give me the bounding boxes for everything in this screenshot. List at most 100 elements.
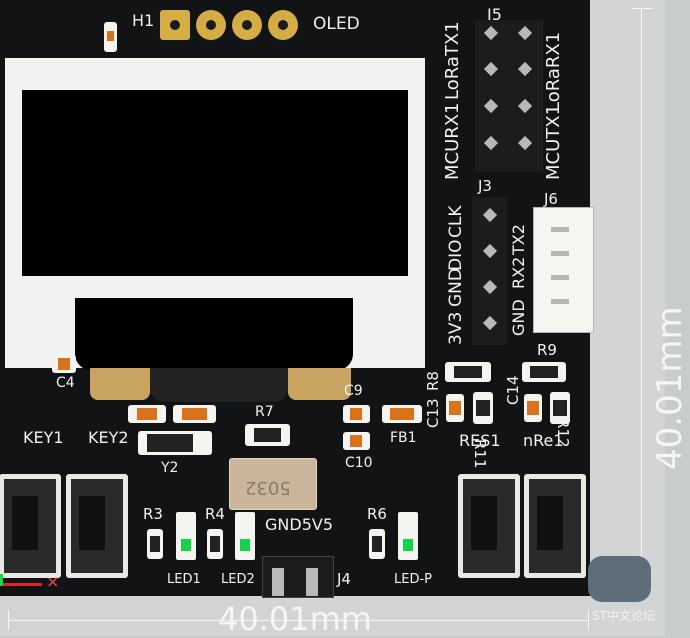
j6-pin-4 — [551, 299, 569, 304]
c14-component-body — [527, 401, 539, 415]
r11-label: R11 — [471, 439, 489, 469]
r6-component-body — [372, 536, 382, 552]
r7-label: R7 — [255, 404, 274, 420]
oled-screen — [22, 90, 408, 276]
vertical-dimension-line — [641, 8, 642, 588]
rx2-label: RX2 — [509, 256, 528, 289]
j4-pin-2 — [306, 568, 318, 596]
c9-label: C9 — [344, 383, 363, 399]
r9-label: R9 — [537, 341, 557, 359]
lora-rx1-label: LoRaRX1 — [543, 31, 564, 112]
led1-label: LED1 — [167, 572, 201, 587]
r9-component-body — [530, 366, 558, 378]
horizontal-dimension-left-tick — [8, 610, 9, 630]
mcu-tx1-label: MCUTX1 — [543, 103, 564, 180]
r11-component-body — [476, 400, 490, 416]
tx2-label: TX2 — [509, 224, 528, 255]
gnd5v5-label: GND5V5 — [265, 515, 333, 534]
r7-component-body — [254, 428, 281, 442]
led2-light — [240, 539, 250, 551]
lora-tx1-label: LoRaTX1 — [442, 21, 463, 100]
r12-component-body — [553, 400, 567, 416]
j3-label: J3 — [478, 177, 492, 195]
key2-button-cap — [79, 496, 105, 550]
key1-label: KEY1 — [23, 428, 64, 447]
r4-label: R4 — [205, 505, 225, 523]
vertical-dimension-top-tick — [631, 8, 652, 9]
axis-marker: × — [46, 572, 60, 591]
oled-flex-right — [288, 368, 351, 400]
c13-component-body — [449, 401, 461, 415]
res1-label: RES1 — [459, 431, 501, 450]
watermark-badge — [588, 556, 651, 602]
h1-label: H1 — [132, 11, 155, 30]
led1-light — [181, 539, 191, 551]
crystal-left-cap-body — [137, 408, 157, 420]
r3-component-body — [150, 536, 160, 552]
j6-pin-3 — [551, 275, 569, 280]
led-p-light — [403, 539, 413, 551]
j6-pin-2 — [551, 251, 569, 256]
right-dimension-panel — [590, 0, 665, 636]
r6-label: R6 — [367, 505, 387, 523]
j5-label: J5 — [487, 5, 502, 24]
j5-header — [475, 20, 543, 172]
r8-label: R8 — [424, 371, 442, 391]
c14-label: C14 — [504, 375, 522, 405]
origin-axis-red — [0, 583, 42, 586]
led1-component — [176, 512, 196, 560]
crystal-right-cap-body — [182, 408, 207, 420]
fb1-component-body — [390, 408, 414, 420]
j6-connector — [533, 207, 594, 333]
vertical-dimension-text: 40.01mm — [650, 306, 690, 470]
c13-label: C13 — [424, 398, 442, 428]
res1-button-cap — [471, 496, 497, 550]
j4-pin-1 — [272, 568, 284, 596]
pcb-board: H1 OLED C4 J5 LoRaTX1 LoRaRX1 MCURX1 MCU… — [0, 0, 594, 598]
oled-label: OLED — [313, 14, 360, 34]
j6-label: J6 — [544, 190, 558, 208]
led2-component — [235, 512, 255, 560]
oled-flex-cable — [150, 368, 288, 402]
r4-component-body — [210, 536, 220, 552]
horizontal-dimension-line — [8, 620, 588, 621]
c10-label: C10 — [345, 455, 373, 471]
horizontal-dimension-text: 40.01mm — [218, 600, 372, 638]
oled-pin-3-hole — [242, 20, 252, 30]
r12-label: R12 — [554, 418, 572, 448]
oled-pin-2-hole — [206, 20, 216, 30]
c10-component-body — [350, 435, 362, 447]
oled-flex-left — [90, 368, 150, 400]
led-p-component — [398, 512, 418, 560]
y2-component-body — [147, 434, 193, 452]
gnd2-label: GND — [509, 299, 528, 336]
origin-axis-green — [0, 574, 3, 586]
y2-label: Y2 — [161, 460, 179, 476]
j4-label: J4 — [337, 570, 351, 588]
dio-label: DIO — [446, 239, 466, 272]
r3-label: R3 — [143, 505, 163, 523]
fb1-label: FB1 — [390, 430, 417, 446]
oled-glass-tail — [75, 298, 353, 370]
r8-component-body — [454, 366, 482, 378]
clk-label: CLK — [446, 205, 466, 239]
bottom-dimension-panel — [0, 596, 665, 636]
key1-button-cap — [12, 496, 38, 550]
c9-component-body — [350, 408, 362, 420]
c4-component-body — [58, 358, 70, 370]
watermark-text: ST中文论坛 — [592, 609, 655, 623]
crystal-5032 — [229, 458, 317, 510]
key2-label: KEY2 — [88, 428, 129, 447]
gnd-label: GND — [446, 268, 466, 307]
crystal-label: 5032 — [245, 477, 291, 498]
nre1-label: nRe1 — [523, 431, 564, 450]
c4-label: C4 — [56, 375, 75, 391]
top-small-capacitor-body — [107, 31, 114, 41]
oled-pin-1-hole — [170, 20, 180, 30]
oled-pin-4-hole — [278, 20, 288, 30]
led2-label: LED2 — [221, 572, 255, 587]
mcu-rx1-label: MCURX1 — [442, 102, 463, 180]
j6-pin-1 — [551, 227, 569, 232]
nre1-button-cap — [537, 496, 563, 550]
